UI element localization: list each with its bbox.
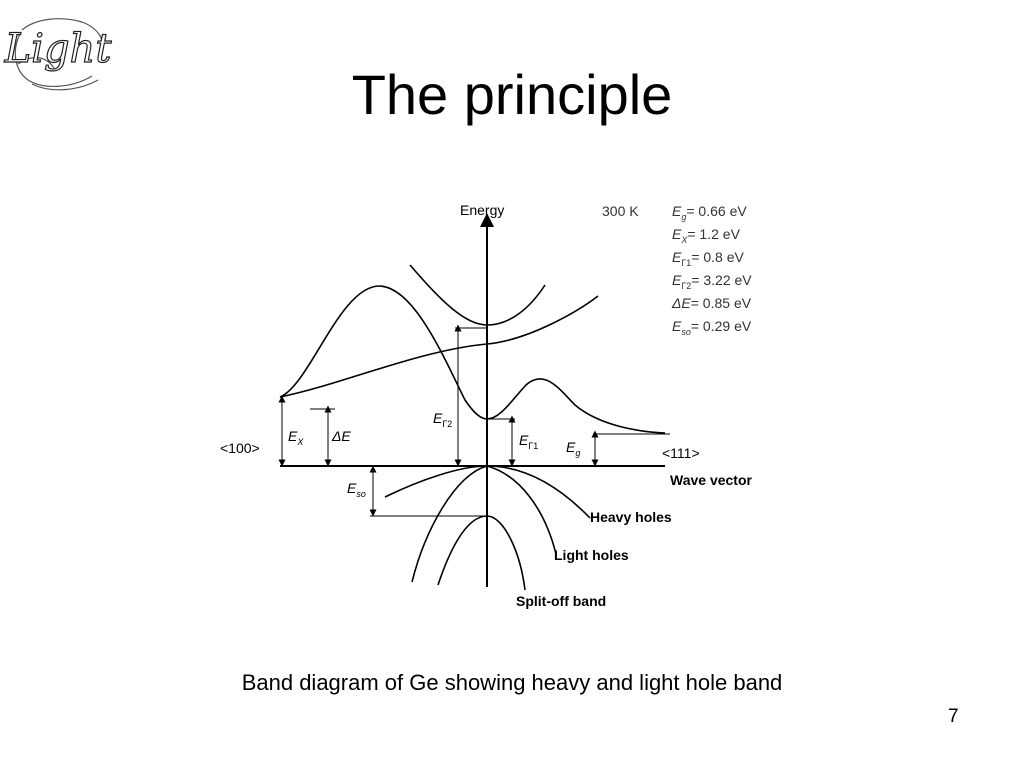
light-logo: Light [3,18,113,91]
slide-title: The principle [351,63,673,126]
param-eso: Eso= 0.29 eV [672,318,752,337]
direction-100-label: <100> [220,440,260,456]
param-eg2: EΓ2= 3.22 eV [672,272,752,291]
conduction-band-middle [279,295,599,398]
label-delta-e: ΔE [331,428,351,444]
bands [279,264,666,591]
label-eg: Eg [566,439,580,458]
wave-vector-label: Wave vector [670,472,753,488]
band-diagram: Energy <100> <111> Wave vector Heavy hol… [220,202,753,609]
label-eg2: EΓ2 [433,410,452,429]
label-eso: Eso [347,480,366,499]
label-ex: EX [288,428,304,447]
conduction-band-111 [486,378,666,434]
conduction-band-gamma2 [409,264,546,326]
param-delta-e: ΔE= 0.85 eV [671,295,752,311]
energy-markers [278,324,670,517]
energy-axis-label: Energy [460,202,504,218]
label-eg1: EΓ1 [519,432,538,451]
param-ex: EX= 1.2 eV [672,226,741,245]
axes [280,213,665,587]
param-eg: Eg= 0.66 eV [672,203,747,222]
figure-caption: Band diagram of Ge showing heavy and lig… [241,670,783,695]
page-number: 7 [948,706,959,727]
light-holes-label: Light holes [554,547,629,563]
direction-111-label: <111> [662,445,700,461]
heavy-holes-label: Heavy holes [590,509,672,525]
temperature-label: 300 K [602,203,639,219]
light-hole-band [411,465,557,583]
param-eg1: EΓ1= 0.8 eV [672,249,745,268]
parameter-list: 300 K Eg= 0.66 eV EX= 1.2 eV EΓ1= 0.8 eV… [602,203,752,337]
split-off-band [437,515,526,591]
conduction-band-100-hump [279,285,488,420]
logo-lettering: Light [4,26,113,72]
split-off-band-label: Split-off band [516,593,606,609]
